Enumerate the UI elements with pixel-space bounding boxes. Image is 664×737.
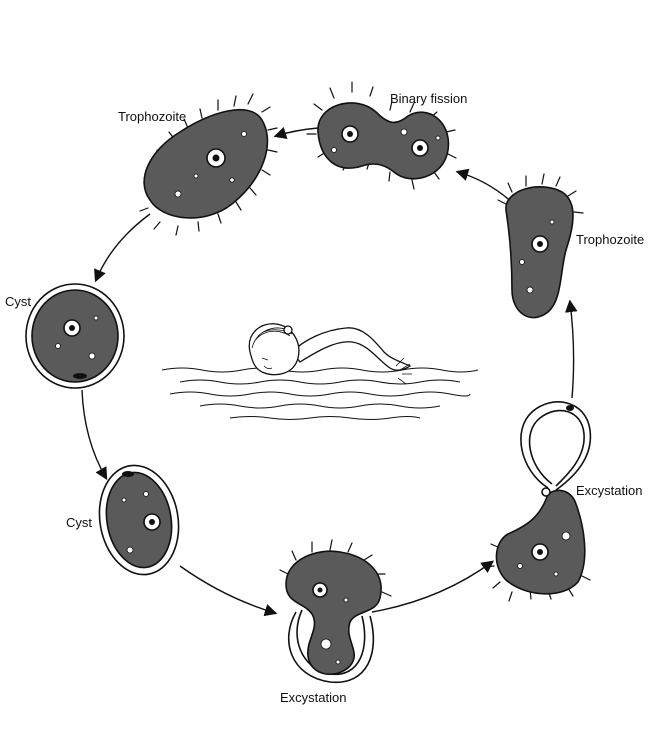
arrow-excystation-to-excystation [371, 560, 495, 613]
cyst-left-cell [25, 283, 125, 389]
arrow-fission-to-trophozoite [273, 126, 319, 139]
excystation-bottom-cell [279, 539, 392, 683]
binary-fission-cell [306, 81, 457, 190]
binary-fission-label: Binary fission [390, 91, 467, 106]
cyst-lower-left-cell [98, 464, 180, 576]
arrow-trophozoite-to-cyst [94, 213, 151, 283]
trophozoite-right-cell [497, 173, 584, 319]
arrow-cyst-to-cyst [81, 389, 108, 481]
excystation-right-cell [484, 401, 592, 602]
trophozoite-top-left-cell [139, 93, 278, 236]
trophozoite-right-label: Trophozoite [576, 232, 644, 247]
cyst-left-label: Cyst [5, 294, 31, 309]
arrow-excystation-to-trophozoite [564, 299, 578, 399]
excystation-right-label: Excystation [576, 483, 642, 498]
swimmer-illustration [161, 323, 479, 420]
arrow-cyst-to-excystation [179, 565, 278, 617]
cyst-lower-left-label: Cyst [66, 515, 92, 530]
trophozoite-top-left-label: Trophozoite [118, 109, 186, 124]
excystation-bottom-label: Excystation [280, 690, 346, 705]
